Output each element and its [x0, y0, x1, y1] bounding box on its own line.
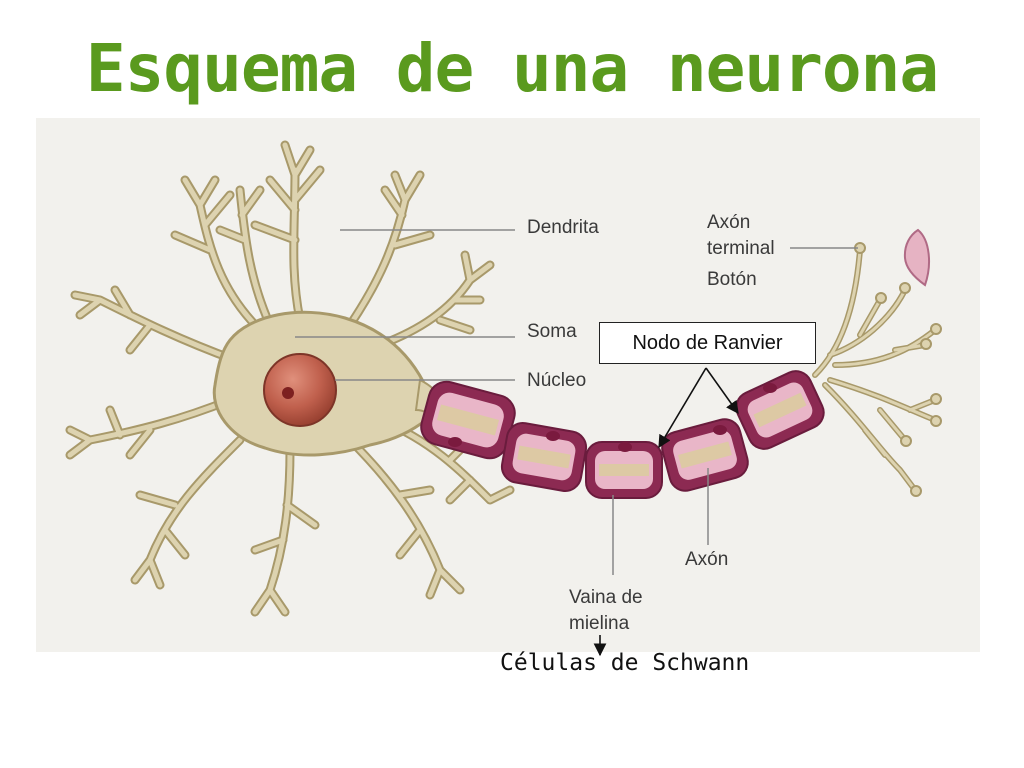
annotation-arrows: [593, 367, 739, 657]
label-axon-terminal-1: Axón: [707, 212, 751, 233]
label-axon: Axón: [685, 549, 729, 570]
synaptic-target: [903, 228, 931, 287]
leader-lines: [295, 229, 858, 575]
axon-terminals: [812, 242, 942, 497]
nucleus: [263, 353, 337, 427]
label-nucleo: Núcleo: [527, 370, 587, 391]
label-soma: Soma: [527, 321, 577, 342]
nodo-ranvier-label: Nodo de Ranvier: [632, 331, 783, 354]
page-title: Esquema de una neurona: [85, 30, 939, 107]
celulas-schwann-label: Células de Schwann: [500, 650, 750, 676]
label-vaina-2: mielina: [569, 613, 630, 634]
label-dendrita: Dendrita: [527, 217, 599, 238]
myelin-sheath: [420, 370, 825, 499]
label-vaina-1: Vaina de: [569, 587, 643, 608]
dendrites: [65, 140, 515, 617]
nodo-ranvier-box: Nodo de Ranvier: [599, 322, 816, 364]
label-axon-terminal-2: terminal: [707, 238, 775, 259]
label-boton: Botón: [707, 269, 757, 290]
